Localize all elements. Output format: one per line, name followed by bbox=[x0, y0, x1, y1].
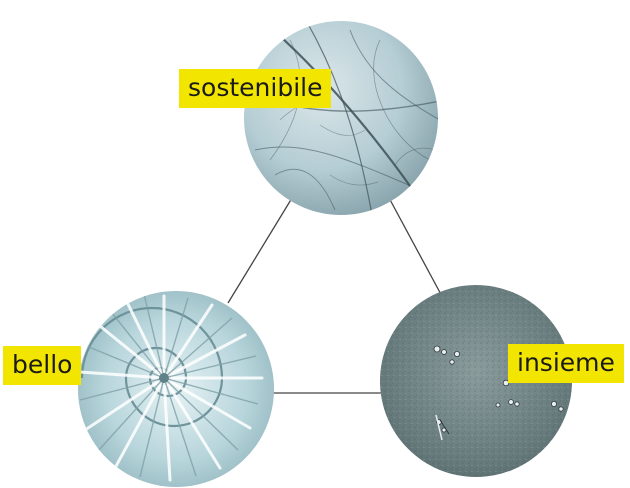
label-insieme: insieme bbox=[508, 344, 624, 383]
label-bello: bello bbox=[3, 346, 81, 385]
nautilus-shell-image bbox=[78, 291, 274, 487]
edge-top-left bbox=[228, 198, 292, 303]
label-sostenibile: sostenibile bbox=[179, 69, 331, 108]
edge-top-right bbox=[388, 196, 444, 300]
leaf-texture-image bbox=[244, 10, 445, 215]
